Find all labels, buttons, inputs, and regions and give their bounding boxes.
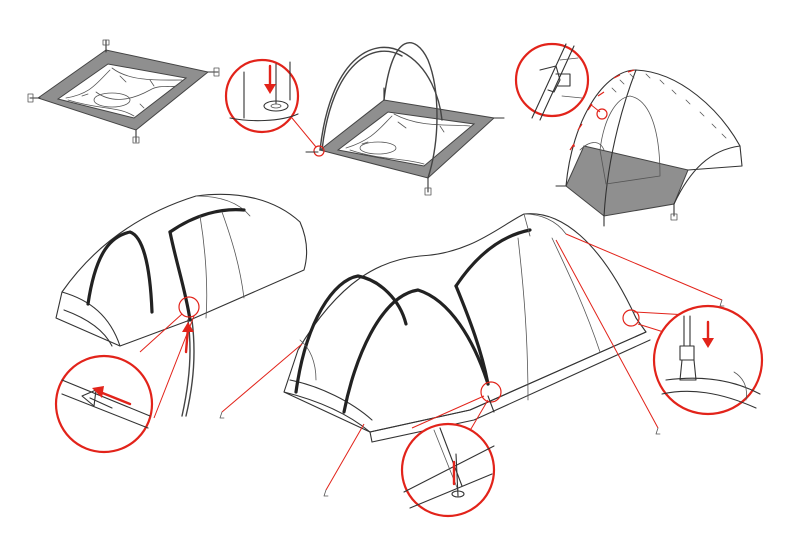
- clip-callout: [514, 42, 601, 121]
- grommet-icon: [263, 100, 289, 112]
- buckle-icon: [679, 345, 697, 381]
- arrow-icon: [569, 69, 635, 151]
- sleeve-icon: [81, 389, 113, 409]
- grommet-callout: [224, 58, 317, 148]
- step-4-insert-fly-pole: [55, 193, 308, 417]
- sleeve-callout: [54, 313, 195, 454]
- arrow-icon: [92, 386, 132, 406]
- stake-icon: [451, 453, 465, 498]
- stake-callout: [400, 395, 496, 518]
- stake-icon: [27, 39, 220, 144]
- arrow-icon: [702, 320, 714, 348]
- guy-lines: [219, 233, 725, 497]
- buckle-callout: [633, 304, 764, 416]
- step-1-inner-laid-out: [27, 39, 220, 144]
- step-5-fly-secured: [283, 213, 651, 443]
- clip-icon: [539, 65, 571, 93]
- step-3-clip-inner: [555, 69, 743, 227]
- step-2-poles-inserted: [305, 42, 505, 196]
- arrow-icon: [264, 64, 276, 94]
